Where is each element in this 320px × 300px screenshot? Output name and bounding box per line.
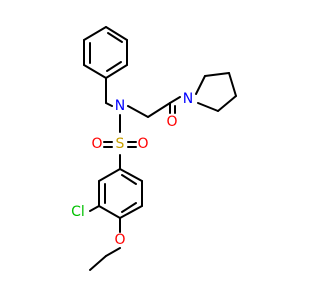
bond-ch2-co xyxy=(147,102,171,118)
atom-o-ether: O xyxy=(114,232,125,248)
molecule-svg: N S O O O N Cl O xyxy=(71,26,237,271)
atom-s: S xyxy=(116,136,125,152)
atom-o-sulfonyl-left: O xyxy=(91,136,102,152)
bond-ring-cl xyxy=(89,205,100,212)
atom-cl: Cl xyxy=(71,204,85,220)
atom-n-pyrrolidine: N xyxy=(183,91,193,107)
bond-n-ch2 xyxy=(127,105,149,118)
aryl-ring xyxy=(98,168,143,219)
atom-o-carbonyl: O xyxy=(166,114,177,130)
bond-ch2-n xyxy=(105,102,113,107)
pyrrolidine-ring xyxy=(195,72,237,112)
bond-ch2-ch3 xyxy=(89,255,107,271)
molecule-diagram: N S O O O N Cl O xyxy=(71,26,237,271)
atom-n-sulfonamide: N xyxy=(115,98,125,114)
atom-o-sulfonyl-right: O xyxy=(137,136,148,152)
benzyl-ring xyxy=(83,26,128,79)
bond-co-npyr xyxy=(169,96,181,104)
bond-o-ch2 xyxy=(105,247,121,257)
